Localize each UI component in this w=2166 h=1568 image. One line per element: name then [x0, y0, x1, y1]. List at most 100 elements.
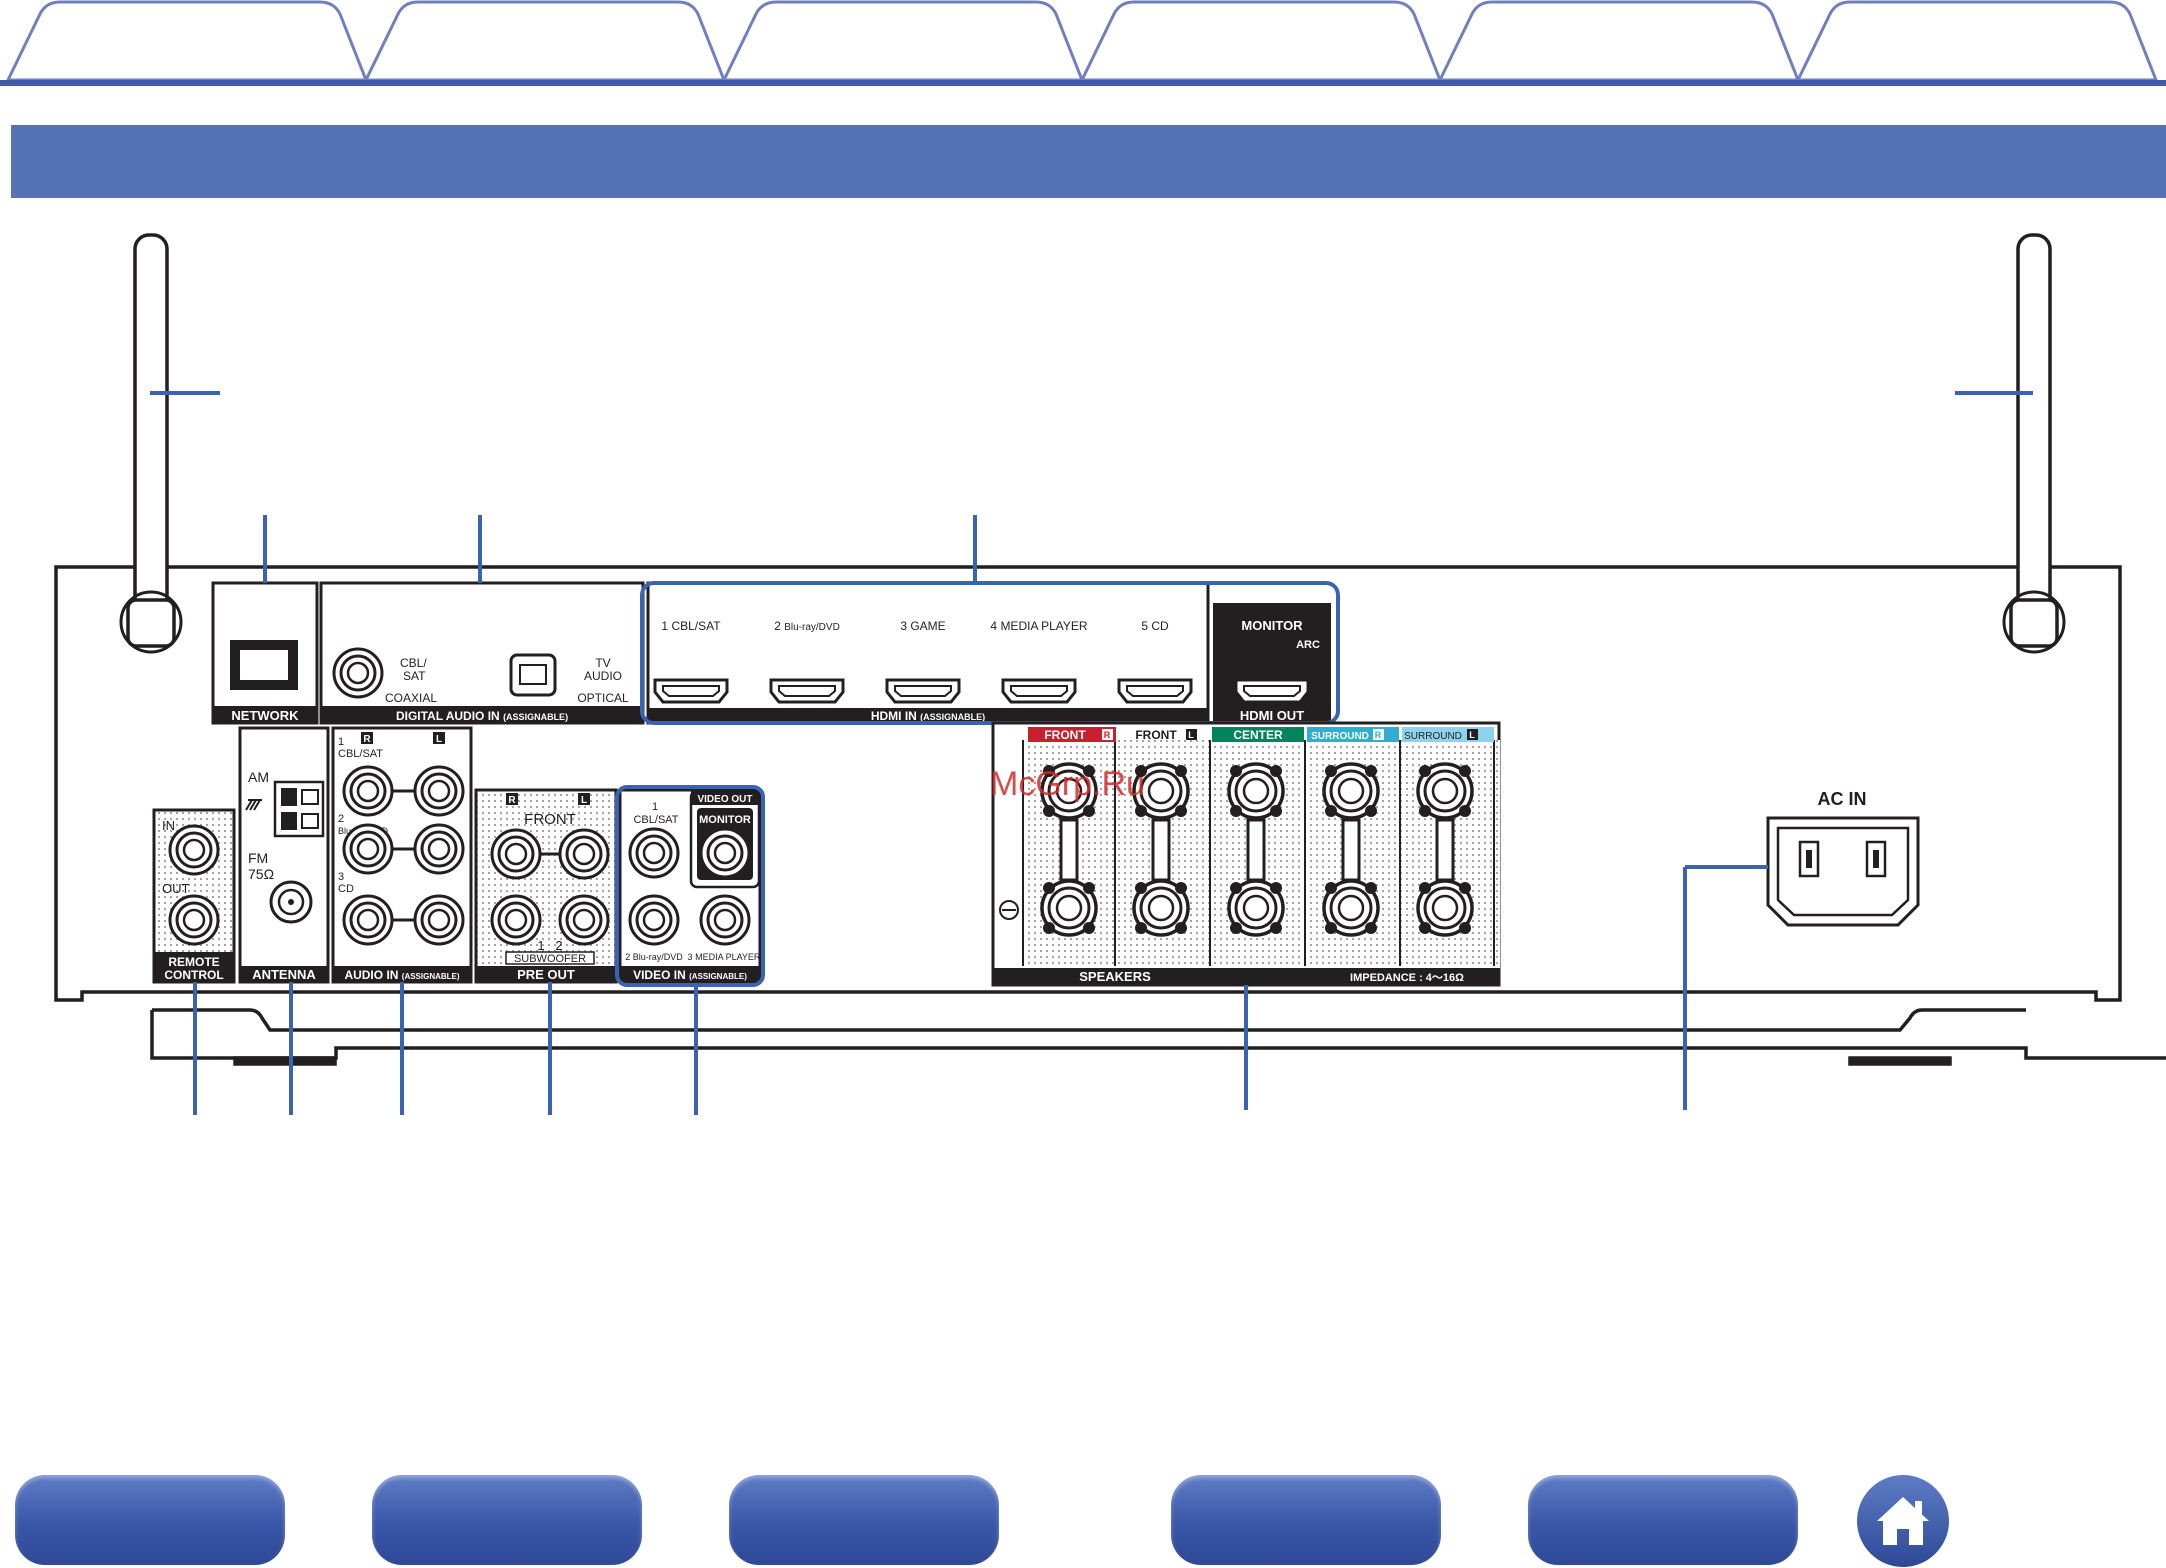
pre-out-front-l-jack[interactable]	[558, 828, 610, 880]
audio-in-2-r-jack[interactable]	[342, 823, 394, 875]
remote-out-jack[interactable]	[168, 894, 220, 946]
antenna-section: AM FM 75Ω ANTENNA	[238, 726, 330, 984]
optical-label: OPTICAL	[577, 691, 629, 705]
video-in-1-number: 1	[652, 801, 658, 813]
speaker-front-l-label: FRONT	[1135, 728, 1177, 742]
chapter-tab-6[interactable]	[1795, 0, 2159, 82]
nav-button-5[interactable]	[1528, 1475, 1798, 1565]
speaker-surround-l-terminals[interactable]	[1416, 762, 1474, 937]
network-section: NETWORK	[211, 581, 319, 725]
pre-out-l-label: L	[581, 795, 587, 806]
speakers-section: FRONT R FRONT L CENTER SURROUND R SURROU…	[991, 721, 1501, 987]
nav-button-2[interactable]	[372, 1475, 642, 1565]
fm-impedance-label: 75Ω	[248, 866, 274, 882]
audio-in-1-r-jack[interactable]	[342, 765, 394, 817]
fm-label: FM	[248, 850, 268, 866]
nav-button-3[interactable]	[729, 1475, 999, 1565]
chapter-tab-1[interactable]	[5, 0, 369, 82]
remote-in-label: IN	[162, 818, 175, 833]
video-in-3-jack[interactable]	[699, 894, 751, 946]
remote-control-label-1: REMOTE	[168, 955, 219, 969]
chassis	[54, 565, 2166, 1066]
video-in-1-name: CBL/SAT	[633, 814, 678, 826]
callout-lines	[150, 391, 2033, 1115]
hdmi-in-5-port[interactable]	[1117, 678, 1193, 704]
chapter-tab-3[interactable]	[721, 0, 1085, 82]
speaker-surround-r-side: R	[1375, 730, 1382, 740]
chapter-tab-2[interactable]	[363, 0, 727, 82]
subwoofer-2-number: 2	[555, 938, 562, 953]
speaker-surround-r-terminals[interactable]	[1322, 762, 1380, 937]
audio-in-label: AUDIO IN (ASSIGNABLE)	[344, 968, 459, 982]
hdmi-in-2-port[interactable]	[769, 678, 845, 704]
digital-audio-in-section: CBL/ SAT COAXIAL TV AUDIO OPTICAL DIGITA…	[319, 581, 645, 725]
subwoofer-1-number: 1	[537, 938, 544, 953]
hdmi-out-arc-label: ARC	[1296, 639, 1320, 651]
audio-in-3-name: CD	[338, 883, 354, 895]
speaker-front-l-side: L	[1188, 730, 1194, 740]
am-terminal[interactable]	[273, 780, 325, 838]
fm-jack[interactable]	[269, 880, 313, 924]
speakers-impedance-label: IMPEDANCE : 4～16Ω	[1350, 972, 1464, 984]
optical-port[interactable]	[509, 653, 557, 697]
video-out-monitor-jack[interactable]	[699, 827, 751, 879]
audio-in-3-r-jack[interactable]	[342, 894, 394, 946]
speaker-surround-r-label: SURROUND	[1311, 731, 1369, 742]
hdmi-out-label: HDMI OUT	[1240, 708, 1304, 723]
section-title-banner	[11, 125, 2166, 198]
nav-button-1[interactable]	[15, 1475, 285, 1565]
speaker-surround-l-side: L	[1469, 730, 1475, 740]
pre-out-section: R L FRONT 1 2 SUBWOOFER PRE OUT	[474, 788, 618, 984]
chapter-tab-4[interactable]	[1079, 0, 1443, 82]
ac-in-section: AC IN	[1766, 789, 1920, 927]
subwoofer-label: SUBWOOFER	[514, 953, 586, 965]
optical-input-name-2: AUDIO	[584, 669, 622, 683]
remote-in-jack[interactable]	[168, 824, 220, 876]
audio-in-1-l-jack[interactable]	[413, 765, 465, 817]
hdmi-in-3-label: 3 GAME	[900, 619, 945, 633]
subwoofer-2-jack[interactable]	[558, 894, 610, 946]
remote-out-label: OUT	[162, 881, 190, 896]
hdmi-in-1-port[interactable]	[653, 678, 729, 704]
speaker-front-r-terminals[interactable]	[1040, 762, 1098, 937]
coaxial-input-name-2: SAT	[403, 669, 426, 683]
pre-out-label: PRE OUT	[517, 967, 575, 982]
speaker-center-terminals[interactable]	[1227, 762, 1285, 937]
digital-audio-in-label: DIGITAL AUDIO IN (ASSIGNABLE)	[396, 709, 568, 723]
chapter-tabs	[0, 0, 2166, 90]
audio-in-3-l-jack[interactable]	[413, 894, 465, 946]
pre-out-r-label: R	[508, 795, 516, 806]
video-in-2-jack[interactable]	[628, 894, 680, 946]
pre-out-front-r-jack[interactable]	[490, 828, 542, 880]
speaker-front-l-terminals[interactable]	[1132, 762, 1190, 937]
nav-button-4[interactable]	[1171, 1475, 1441, 1565]
watermark: McGrp.Ru	[990, 765, 1145, 803]
speaker-front-r-side: R	[1104, 730, 1111, 740]
ac-inlet[interactable]	[1766, 816, 1920, 927]
video-in-3-label: 3 MEDIA PLAYER	[688, 952, 761, 962]
antenna-label: ANTENNA	[252, 967, 316, 982]
home-button[interactable]	[1857, 1475, 1949, 1567]
optical-input-name-1: TV	[595, 656, 610, 670]
hdmi-out-section: MONITOR ARC HDMI OUT	[1213, 603, 1331, 723]
chapter-tab-5[interactable]	[1437, 0, 1801, 82]
video-out-monitor-label: MONITOR	[699, 814, 751, 826]
hdmi-in-5-label: 5 CD	[1141, 619, 1169, 633]
coaxial-input-name-1: CBL/	[400, 656, 427, 670]
ethernet-port[interactable]	[230, 640, 298, 690]
hdmi-out-port[interactable]	[1234, 678, 1310, 704]
video-in-section: 1 CBL/SAT VIDEO OUT MONITOR 2 Blu-ray/DV…	[618, 788, 762, 984]
audio-in-3-number: 3	[338, 871, 344, 883]
hdmi-in-2-label: 2 Blu-ray/DVD	[774, 619, 840, 633]
subwoofer-1-jack[interactable]	[490, 894, 542, 946]
video-in-label: VIDEO IN (ASSIGNABLE)	[633, 968, 747, 982]
audio-in-2-l-jack[interactable]	[413, 823, 465, 875]
audio-in-section: 1 R L CBL/SAT 2 Blu-ray/DVD 3 CD AUDIO I…	[331, 726, 473, 984]
hdmi-in-4-port[interactable]	[1001, 678, 1077, 704]
hdmi-in-3-port[interactable]	[885, 678, 961, 704]
video-in-1-jack[interactable]	[628, 827, 680, 879]
coaxial-jack[interactable]	[332, 647, 384, 699]
video-out-label: VIDEO OUT	[697, 794, 752, 805]
hdmi-highlight	[640, 581, 1340, 725]
